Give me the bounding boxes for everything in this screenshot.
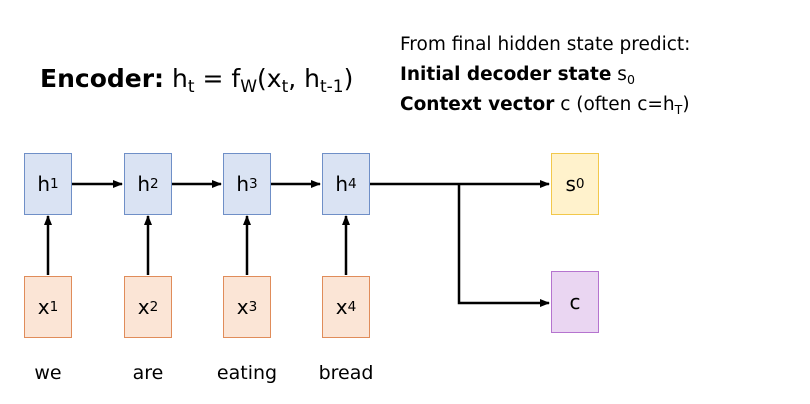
predict-text: From final hidden state predict: Initial… (400, 30, 690, 120)
title-x-sub: t (281, 77, 289, 98)
predict-line-3: Context vector c (often c=hT) (400, 90, 690, 120)
x4-base: x (335, 295, 348, 319)
h1-base: h (37, 172, 51, 196)
predict-line-2-sub: 0 (626, 71, 635, 87)
x1-base: x (37, 295, 50, 319)
x3-base: x (236, 295, 249, 319)
predict-line-3-close: ) (682, 94, 690, 115)
word-eating: eating (216, 362, 278, 384)
context-vector-c: c (551, 271, 599, 333)
title-open: (x (257, 64, 282, 93)
predict-line-2: Initial decoder state s0 (400, 60, 690, 90)
word-bread: bread (318, 362, 374, 384)
h4-base: h (335, 172, 349, 196)
arrow-h4-c (457, 184, 550, 307)
h2-base: h (137, 172, 151, 196)
encoder-title-bold: Encoder: (40, 64, 165, 93)
word-we: we (34, 362, 62, 384)
title-close: ) (343, 64, 354, 93)
predict-line-3-sub: T (674, 101, 683, 117)
title-f-sub: W (240, 77, 258, 98)
s0-base: s (565, 172, 576, 196)
predict-line-3-bold: Context vector (400, 94, 555, 115)
title-h-sub: t (187, 77, 195, 98)
title-comma: , h (288, 64, 320, 93)
encoder-title: Encoder: ht = fW(xt, ht-1) (40, 64, 354, 96)
c-label: c (569, 290, 581, 314)
title-h: h (172, 64, 188, 93)
h3-base: h (236, 172, 250, 196)
x2-base: x (137, 295, 150, 319)
predict-line-3-rest: c (often c=h (554, 94, 675, 115)
predict-line-1: From final hidden state predict: (400, 34, 691, 55)
word-are: are (132, 362, 164, 384)
predict-line-2-s: s (611, 64, 627, 85)
title-eq: = f (194, 64, 241, 93)
predict-line-2-bold: Initial decoder state (400, 64, 612, 85)
title-hprev-sub: t-1 (320, 77, 344, 98)
